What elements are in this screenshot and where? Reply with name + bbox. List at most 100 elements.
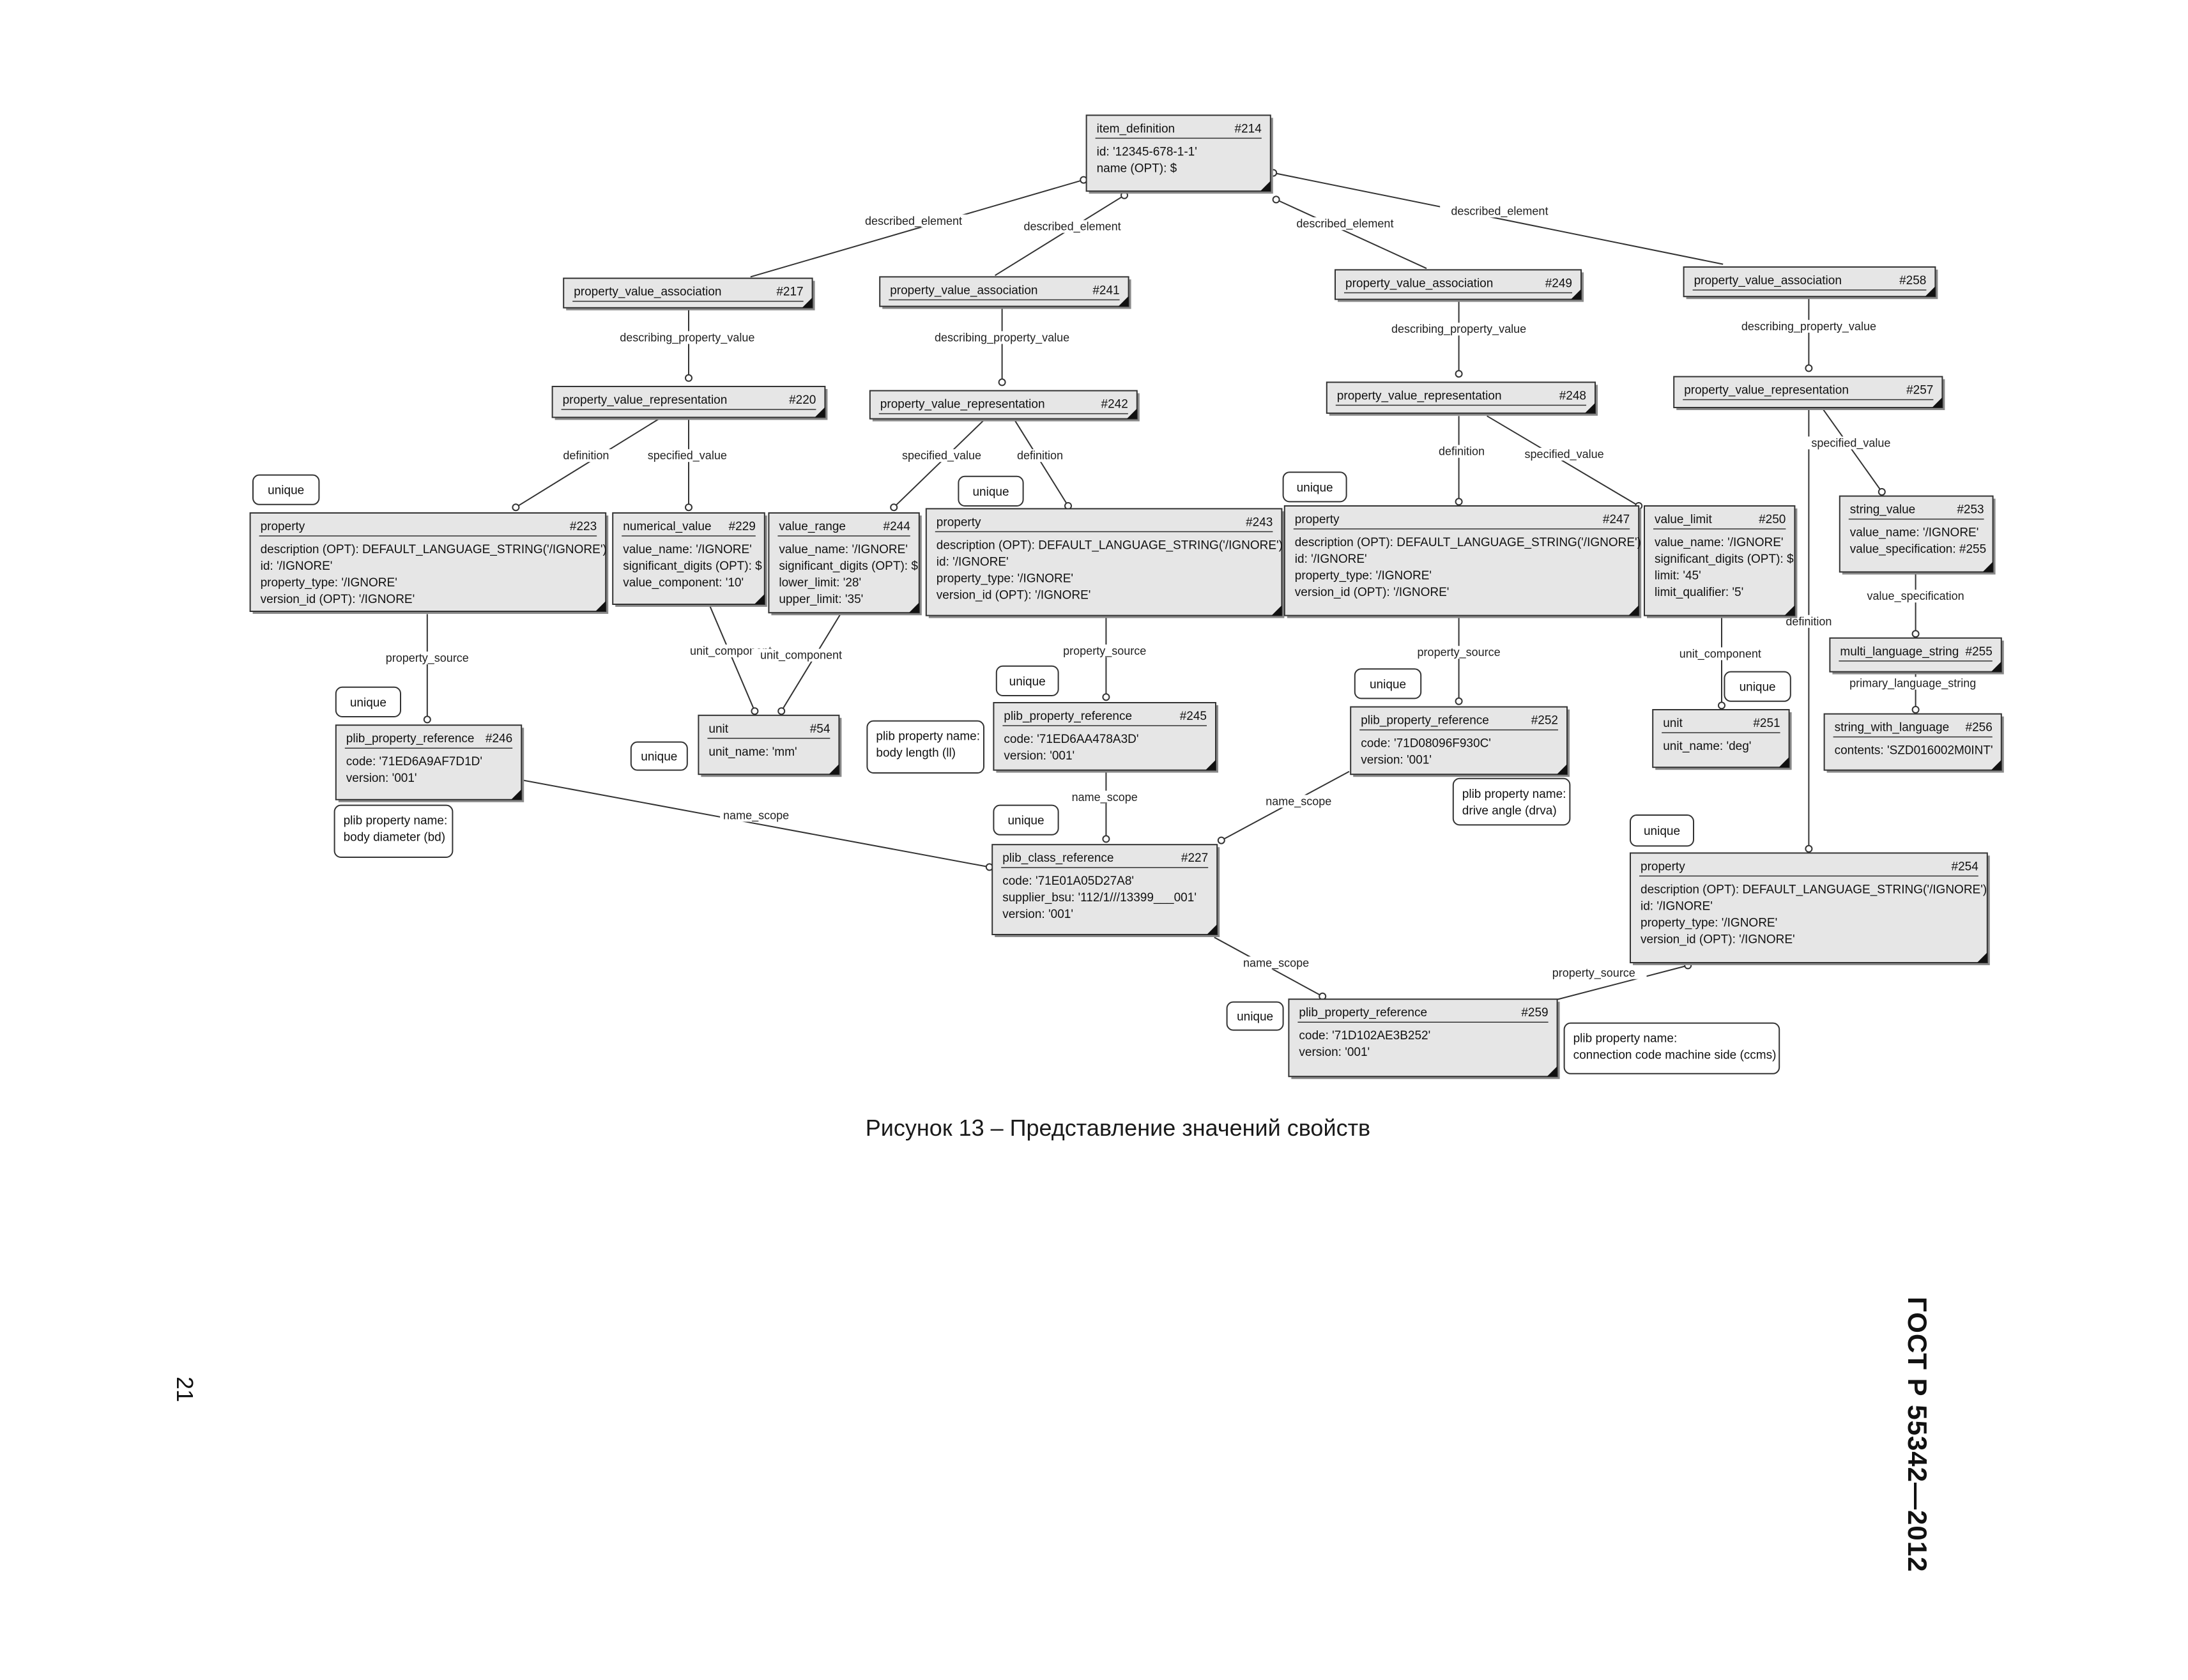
entity-box [1326, 381, 1596, 414]
edge-specified_value [1822, 408, 1883, 493]
entity-name: property [1641, 860, 1685, 873]
note-text: unique [1297, 481, 1333, 494]
entity-attribute: significant_digits (OPT): $ [779, 560, 918, 573]
edge-end-marker [685, 503, 692, 512]
entity-box [1335, 269, 1582, 300]
edge-end-marker [1217, 836, 1225, 844]
edge-label-bg [1772, 615, 1845, 628]
entity-attribute: version: '001' [1361, 754, 1432, 767]
entity-box [1630, 852, 1988, 964]
unique-tag: unique [1226, 1001, 1284, 1031]
edge-label-bg [1671, 647, 1770, 661]
entity-id: #214 [1235, 122, 1262, 135]
entity-attribute: value_specification: #255 [1850, 543, 1986, 556]
edge-label-bg [751, 648, 851, 662]
edge-label-bg [1004, 449, 1076, 462]
edge-end-marker [1878, 488, 1886, 496]
edge-end-marker [1455, 498, 1463, 506]
entity-attribute: version: '001' [1004, 749, 1075, 763]
edge-unit_component [709, 605, 756, 712]
note-text: unique [1007, 814, 1044, 828]
entity-name: value_range [779, 520, 846, 533]
page-number: 21 [172, 1377, 198, 1403]
edge-label-property_source: property_source [1063, 645, 1146, 658]
unique-tag: unique [252, 474, 320, 505]
edge-label-bg [1240, 956, 1313, 970]
entity-box [1085, 114, 1271, 192]
entity-attribute: id: '/IGNORE' [1641, 899, 1713, 913]
plib-name-note: plib property name:body length (ll) [866, 720, 985, 774]
edge-end-marker [1102, 835, 1110, 843]
unique-tag: unique [995, 665, 1059, 697]
edge-label-described_element: described_element [1296, 217, 1393, 231]
edge-label-describing_property_value: describing_property_value [935, 331, 1069, 344]
entity-name: property_value_association [574, 286, 721, 299]
entity-name: unit [708, 722, 728, 736]
entity-box [563, 277, 813, 309]
entity-name: item_definition [1097, 122, 1175, 135]
entity-attribute: id: '/IGNORE' [937, 555, 1009, 569]
entity-corner-mark [1779, 757, 1789, 768]
edge-label-definition: definition [563, 449, 609, 462]
standard-identifier: ГОСТ Р 55342—2012 [1902, 1297, 1932, 1573]
entity-name: property_value_representation [1337, 389, 1502, 402]
entity-id: #250 [1759, 513, 1786, 526]
entity-mls255: multi_language_string#255 [1829, 637, 2004, 675]
entity-attribute: id: '/IGNORE' [1295, 553, 1367, 566]
entity-id: #247 [1603, 513, 1630, 526]
edge-label-describing_property_value: describing_property_value [1741, 320, 1876, 333]
note-box [335, 686, 401, 718]
note-box [866, 720, 985, 774]
edge-end-marker [751, 707, 759, 715]
entity-id: #246 [486, 732, 512, 745]
edge-label-definition: definition [1017, 449, 1063, 462]
entity-name: property [261, 520, 305, 533]
edge-end-marker [1455, 697, 1463, 705]
entity-id: #220 [789, 393, 816, 407]
entity-box [993, 702, 1217, 771]
edge-label-bg [1849, 590, 1982, 603]
entity-name: property_value_representation [563, 393, 728, 407]
entity-attribute: value_component: '10' [623, 576, 744, 590]
note-box [993, 804, 1059, 836]
note-box [1226, 1001, 1284, 1031]
entity-id: #244 [884, 520, 911, 533]
unique-tag: unique [958, 475, 1024, 507]
note-text: plib property name: [344, 814, 448, 828]
entity-attribute: code: '71E01A05D27A8' [1002, 874, 1134, 888]
edge-label-described_element: described_element [1024, 220, 1121, 234]
edge-label-name_scope: name_scope [1072, 791, 1138, 804]
edge-end-marker [998, 378, 1006, 386]
edge-end-marker [512, 503, 520, 512]
note-text: unique [641, 751, 677, 764]
edge-end-marker [1911, 630, 1920, 638]
note-text: unique [350, 696, 386, 710]
entity-attribute: upper_limit: '35' [779, 593, 863, 606]
entity-name: property [937, 515, 981, 529]
edge-end-marker [890, 503, 898, 512]
entity-box [1283, 505, 1640, 616]
edge-definition [1014, 420, 1069, 507]
entity-name: multi_language_string [1840, 645, 1959, 659]
entity-box [1652, 709, 1790, 768]
entity-attribute: value_name: '/IGNORE' [1850, 526, 1979, 540]
entity-id: #249 [1545, 277, 1572, 290]
entity-attribute: code: '71D102AE3B252' [1299, 1029, 1430, 1042]
unique-tag: unique [335, 686, 401, 718]
edge-label-bg [720, 809, 793, 822]
entity-pvr248: property_value_representation#248 [1326, 381, 1598, 416]
note-text: plib property name: [1462, 788, 1566, 801]
edge-label-name_scope: name_scope [1243, 956, 1309, 970]
entity-attribute: version_id (OPT): '/IGNORE' [261, 593, 415, 606]
entity-attribute: version: '001' [346, 772, 417, 785]
note-text: unique [1740, 681, 1776, 694]
entity-attribute: code: '71ED6AA478A3D' [1004, 733, 1138, 746]
unique-tag: unique [630, 741, 688, 771]
